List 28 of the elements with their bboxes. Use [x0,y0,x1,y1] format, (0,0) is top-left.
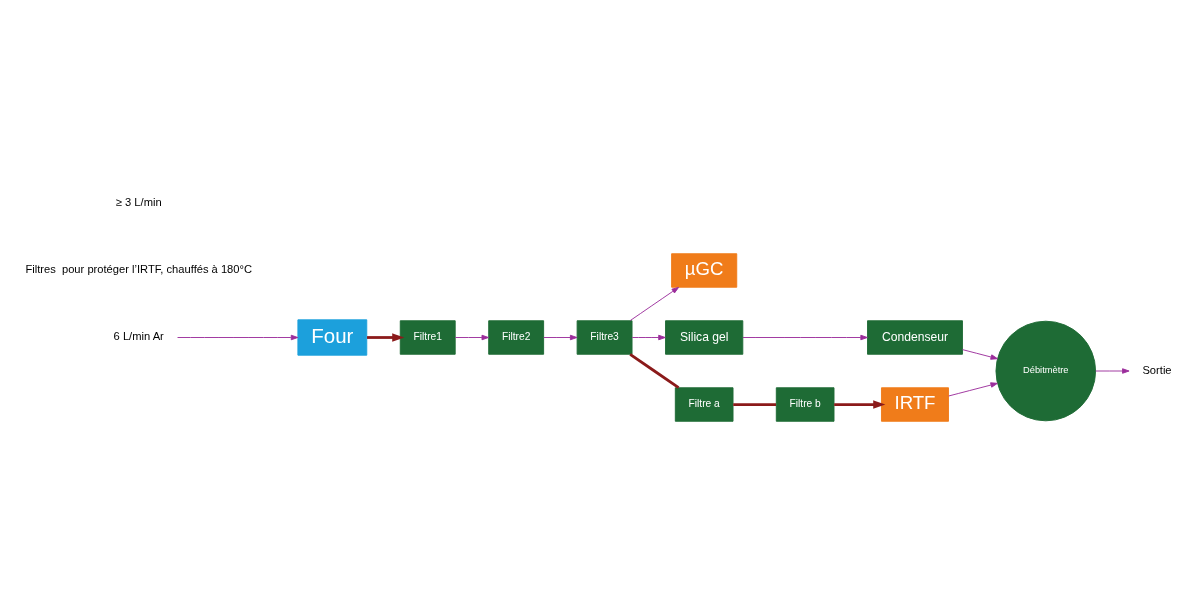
node-box: IRTF [881,387,949,422]
arrow [177,334,299,341]
node-box: Four [297,319,368,356]
node-circle: Débitmètre [995,320,1097,422]
node-box: Filtre3 [576,320,633,355]
arrow [454,334,489,341]
arrow [948,382,998,397]
node-text: 6 L/min Ar [113,330,164,343]
node-box: Silica gel [665,320,744,355]
label: Filtres pour protéger l’IRTF, chauffés à 180°C [25,263,253,276]
arrow [367,333,405,342]
arrow [543,334,578,341]
arrow [629,286,680,322]
node-box: Filtre b [775,387,835,422]
node-box: Condenseur [867,320,963,355]
arrow [962,349,998,360]
label: ≥ 3 L/min [115,196,162,209]
connector [629,353,680,389]
arrow [742,334,868,341]
node-text: Sortie [1142,363,1172,376]
arrow [834,400,886,409]
connector [733,403,776,406]
arrow [1095,368,1130,374]
node-box: Filtre1 [399,320,456,355]
node-box: Filtre a [674,387,734,422]
node-box: µGC [671,253,738,288]
node-box: Filtre2 [488,320,545,355]
arrow [631,334,666,341]
